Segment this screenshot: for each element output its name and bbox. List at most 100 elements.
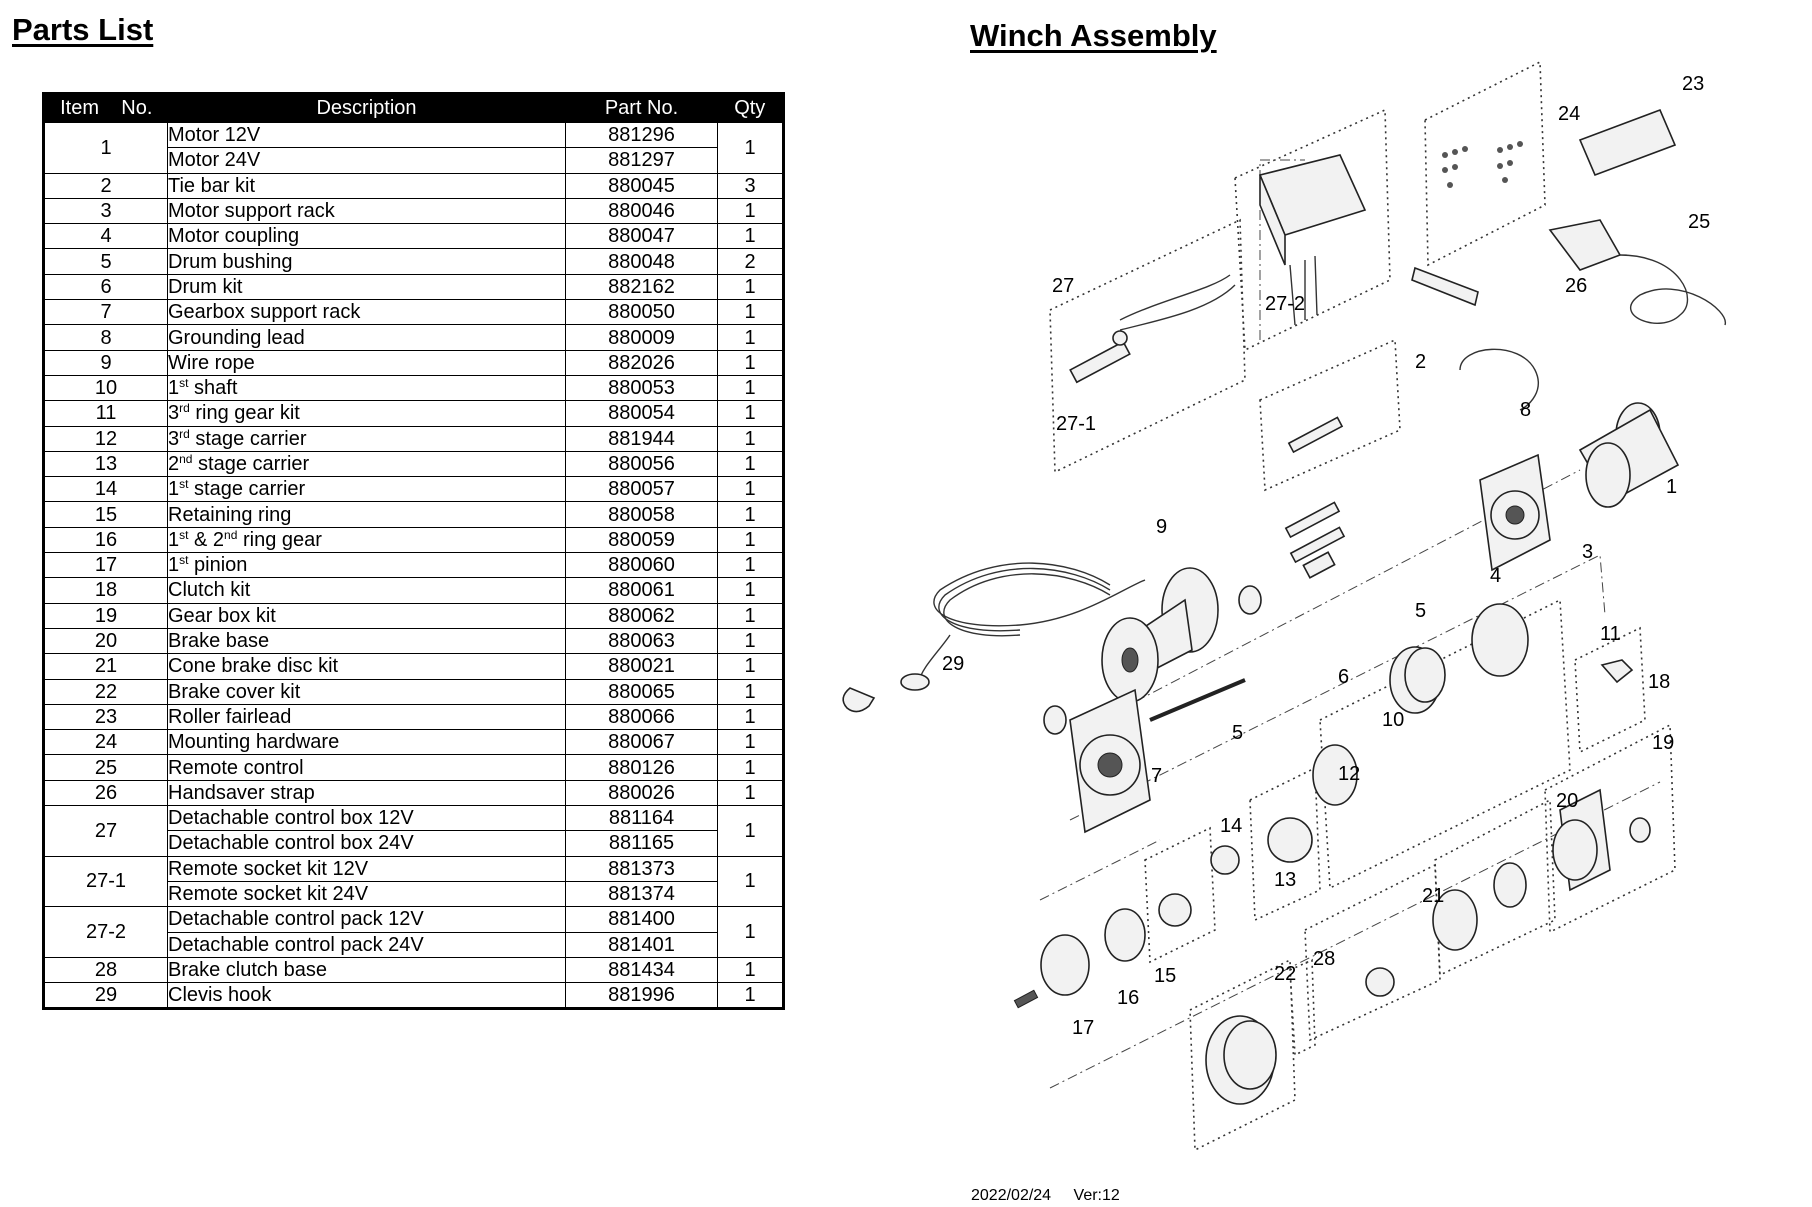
part-number-cell: 881373 <box>565 855 718 882</box>
footer: 2022/02/24 Ver:12 <box>971 1187 1120 1205</box>
part-number-cell: 880065 <box>565 678 718 705</box>
part-number-cell: 881996 <box>565 982 718 1010</box>
gearbox-drawing <box>1552 788 1651 892</box>
callout-2: 2 <box>1415 351 1426 373</box>
description-cell: Wire rope <box>167 349 566 376</box>
description-cell: Remote socket kit 24V <box>167 880 566 908</box>
ring-gear-drawing <box>1312 603 1529 806</box>
item-number-cell: 29 <box>43 982 168 1010</box>
callout-26: 26 <box>1565 275 1587 297</box>
callout-21: 21 <box>1422 885 1444 907</box>
motor-coupling-drawing <box>1302 551 1336 579</box>
qty-cell: 1 <box>717 956 784 984</box>
description-cell: Motor 12V <box>167 121 566 149</box>
parts-list-title: Parts List <box>12 12 154 47</box>
description-cell: 1st & 2nd ring gear <box>167 526 566 554</box>
description-cell: Grounding lead <box>167 324 566 351</box>
brake-base-drawing <box>1493 862 1527 908</box>
part-number-cell: 881165 <box>565 830 718 857</box>
item-number-cell: 25 <box>43 754 168 781</box>
description-cell: Retaining ring <box>167 501 566 528</box>
callout-13: 13 <box>1274 869 1296 891</box>
clutch-drawing <box>1600 659 1634 684</box>
description-cell: Motor coupling <box>167 223 566 250</box>
part-number-cell: 880053 <box>565 374 718 402</box>
callout-12: 12 <box>1338 763 1360 785</box>
item-number-cell: 6 <box>43 273 168 301</box>
callout-27-2: 27-2 <box>1265 293 1305 315</box>
description-cell: 1st shaft <box>167 374 566 402</box>
first-stage-carrier-drawing <box>1158 893 1192 927</box>
header-qty: Qty <box>717 93 784 123</box>
qty-cell: 1 <box>717 324 784 351</box>
item-number-cell: 26 <box>43 779 168 807</box>
item-number-cell: 22 <box>43 678 168 705</box>
group-box-14 <box>1144 826 1216 964</box>
item-number-cell: 14 <box>43 476 168 503</box>
qty-cell: 1 <box>717 400 784 427</box>
part-number-cell: 881400 <box>565 906 718 933</box>
part-number-cell: 881164 <box>565 805 718 832</box>
part-number-cell: 880026 <box>565 779 718 807</box>
part-number-cell: 880046 <box>565 197 718 225</box>
description-cell: 3rd stage carrier <box>167 425 566 452</box>
part-number-cell: 880048 <box>565 248 718 275</box>
description-cell: Gear box kit <box>167 602 566 629</box>
qty-cell: 1 <box>717 653 784 680</box>
drum-bushing-drawing <box>1238 585 1262 615</box>
control-box-drawing <box>1069 154 1367 384</box>
description-cell: Gearbox support rack <box>167 299 566 326</box>
callout-29: 29 <box>942 653 964 675</box>
callout-14: 14 <box>1220 815 1242 837</box>
part-number-cell: 881401 <box>565 931 718 958</box>
callout-28: 28 <box>1313 948 1335 970</box>
callout-8: 8 <box>1520 399 1531 421</box>
qty-cell: 1 <box>717 299 784 326</box>
drum-bushing-drawing-2 <box>1043 705 1067 735</box>
part-number-cell: 881296 <box>565 121 718 149</box>
second-stage-carrier-drawing <box>1210 845 1240 875</box>
description-cell: Remote socket kit 12V <box>167 855 566 882</box>
item-number-cell: 16 <box>43 526 168 554</box>
retaining-ring-drawing <box>1104 908 1146 962</box>
part-number-cell: 880060 <box>565 552 718 579</box>
part-number-cell: 880045 <box>565 172 718 199</box>
callout-27: 27 <box>1052 275 1074 297</box>
qty-cell: 1 <box>717 425 784 452</box>
description-cell: Motor support rack <box>167 197 566 225</box>
group-box-24 <box>1424 60 1546 267</box>
description-cell: Remote control <box>167 754 566 781</box>
description-cell: Detachable control pack 12V <box>167 906 566 933</box>
item-number-cell: 23 <box>43 703 168 731</box>
qty-cell: 1 <box>717 602 784 629</box>
item-number-cell: 8 <box>43 324 168 351</box>
part-number-cell: 882162 <box>565 273 718 301</box>
description-cell: Clutch kit <box>167 577 566 604</box>
callout-17: 17 <box>1072 1017 1094 1039</box>
qty-cell: 1 <box>717 122 784 174</box>
drum-drawing <box>1101 567 1219 703</box>
handsaver-strap-drawing <box>1411 266 1479 307</box>
qty-cell: 1 <box>717 779 784 807</box>
qty-cell: 1 <box>717 754 784 781</box>
item-number-cell: 18 <box>43 577 168 604</box>
tie-bar-drawing <box>1284 416 1346 564</box>
part-number-cell: 880058 <box>565 501 718 528</box>
qty-cell: 1 <box>717 273 784 301</box>
item-number-cell: 21 <box>43 653 168 680</box>
part-number-cell: 880061 <box>565 577 718 604</box>
description-cell: Clevis hook <box>167 982 566 1010</box>
